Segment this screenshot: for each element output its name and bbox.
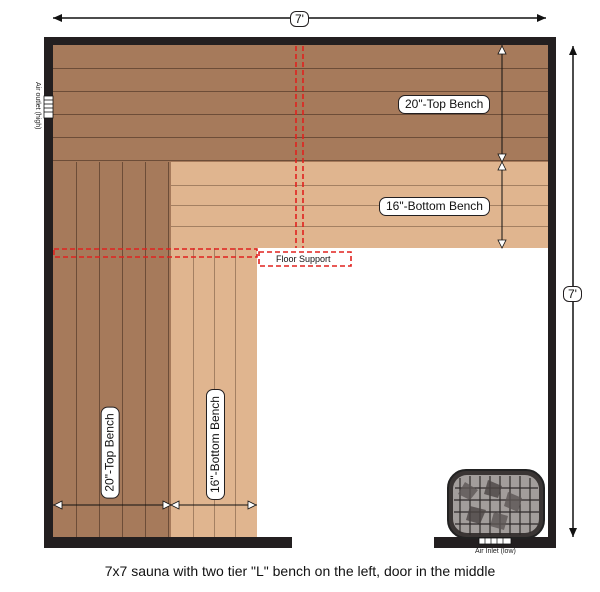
floor-support <box>53 46 352 267</box>
plank-line <box>171 205 548 206</box>
top-bench-horizontal-label: 20"-Top Bench <box>398 95 491 114</box>
plank-line <box>53 160 548 161</box>
bottom-bench-horizontal-label: 16"-Bottom Bench <box>379 197 490 216</box>
width-dimension-label: 7' <box>290 11 309 27</box>
plank-line <box>99 162 100 537</box>
dimension-arrow <box>497 153 507 163</box>
air-inlet-vent-icon <box>478 537 512 545</box>
air-vent-icon <box>43 95 54 119</box>
dimension-arrow <box>53 500 63 510</box>
caption: 7x7 sauna with two tier "L" bench on the… <box>104 563 496 579</box>
plank-line <box>76 162 77 537</box>
wall-bottom-left <box>44 537 292 548</box>
plank-line <box>53 114 548 115</box>
plank-line <box>171 226 548 227</box>
air-outlet-label: Air outlet (high) <box>34 82 41 130</box>
dimension-arrow <box>497 45 507 55</box>
top-bench-vertical-label: 20"-Top Bench <box>100 406 120 499</box>
sauna-heater-icon <box>447 469 545 539</box>
plank-line <box>53 137 548 138</box>
dimension-arrow <box>497 161 507 171</box>
dimension-arrow <box>497 239 507 249</box>
dimension-arrow <box>247 500 257 510</box>
plank-line <box>235 248 236 537</box>
plank-line <box>171 185 548 186</box>
dimension-arrow <box>170 500 180 510</box>
plank-line <box>193 248 194 537</box>
plank-line <box>53 68 548 69</box>
plank-line <box>53 91 548 92</box>
plank-line <box>122 162 123 537</box>
wall-right <box>548 37 556 548</box>
bottom-bench-vertical-label: 16"-Bottom Bench <box>205 389 225 500</box>
plank-line <box>145 162 146 537</box>
dimension-arrow <box>162 500 172 510</box>
floor-support-label: Floor Support <box>276 254 331 264</box>
plank-line <box>168 162 169 537</box>
air-inlet-label: Air Inlet (low) <box>475 548 516 555</box>
wall-left <box>44 37 53 548</box>
height-dimension-label: 7' <box>563 286 582 302</box>
wall-top <box>44 37 556 45</box>
